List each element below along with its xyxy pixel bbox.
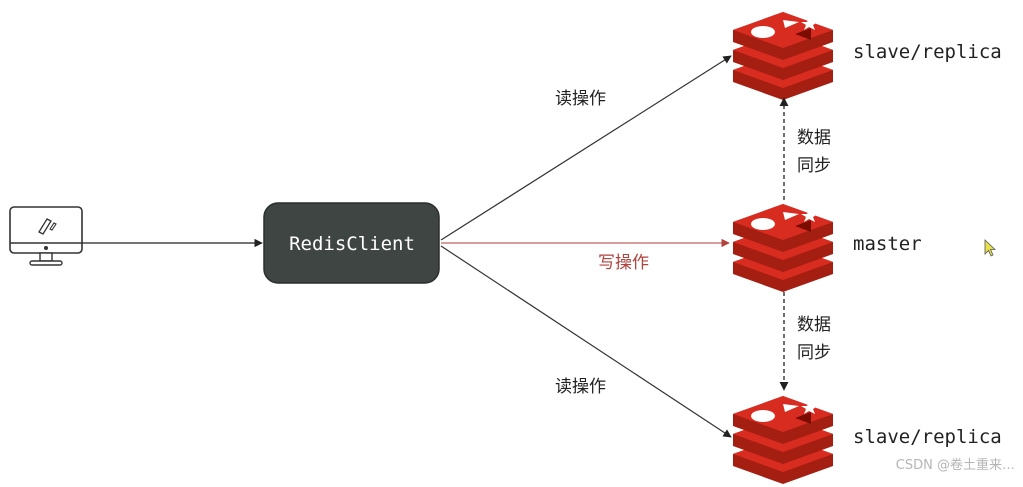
read-arrow-bottom [440,245,732,438]
replica-top-label: slave/replica [853,41,1002,63]
redis-client-label: RedisClient [289,233,415,255]
redis-client-box: RedisClient [263,202,440,284]
csdn-watermark: CSDN @卷土重来… [895,458,1015,473]
read-label-top: 读操作 [555,89,606,109]
sync-upper-line1: 数据 [797,128,831,148]
read-arrow-top [440,55,732,241]
monitor-icon [9,206,83,266]
sync-upper-line2: 同步 [797,156,831,176]
mouse-cursor-icon [984,239,997,257]
sync-lower-line1: 数据 [797,315,831,335]
sync-lower-line2: 同步 [797,343,831,363]
master-label: master [853,233,922,255]
replica-bottom-label: slave/replica [853,426,1002,448]
read-label-bottom: 读操作 [555,377,606,397]
redis-master-icon [733,204,833,292]
redis-replica-top-icon [733,12,833,100]
write-label: 写操作 [598,253,649,273]
redis-replica-bottom-icon [733,396,833,484]
